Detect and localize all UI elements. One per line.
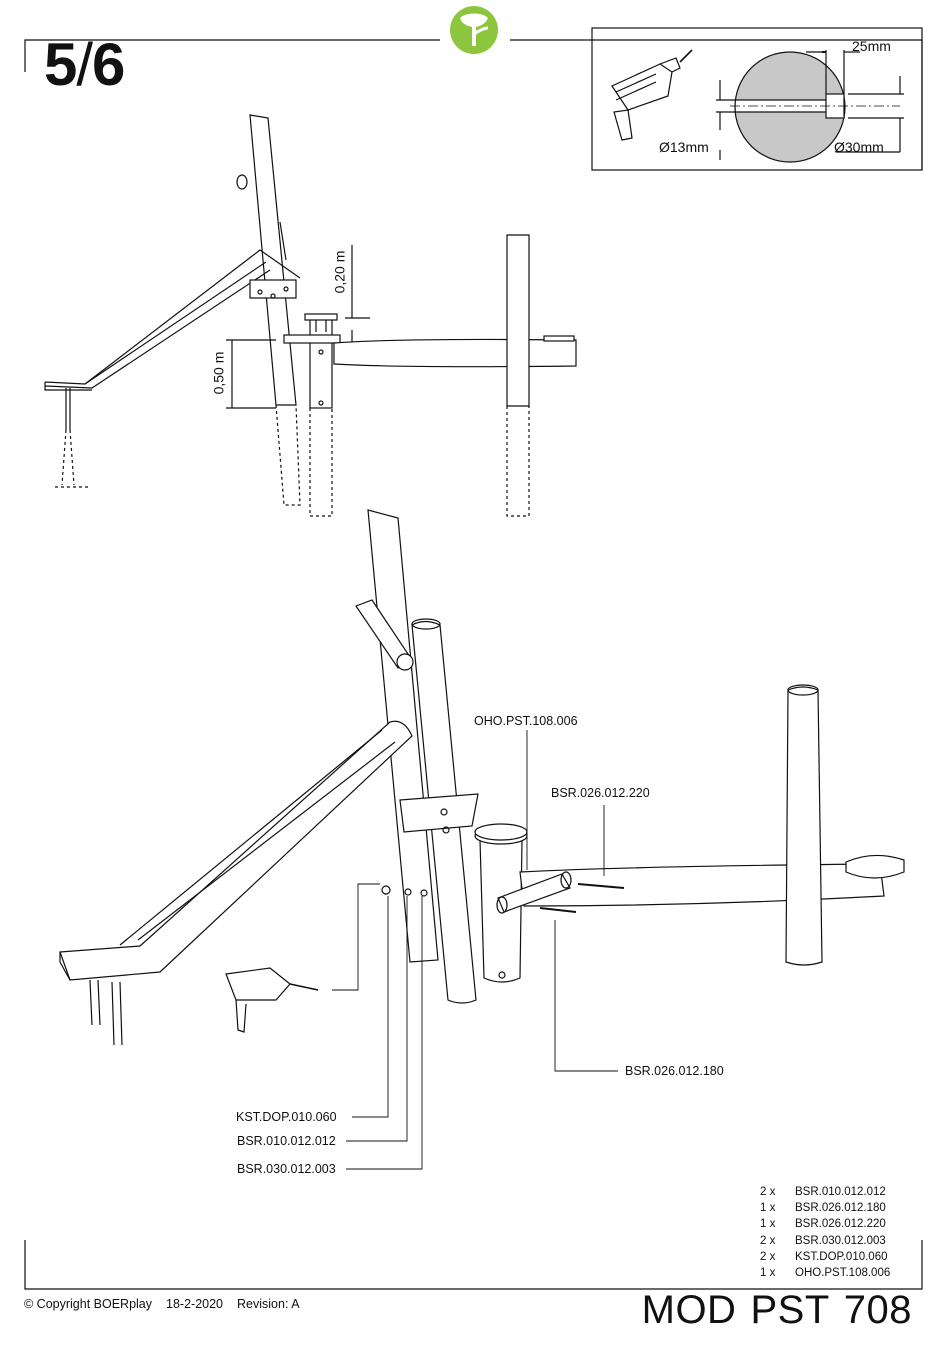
iso-view xyxy=(59,509,905,1170)
model-part-3: 708 xyxy=(843,1288,912,1332)
dim-height-bottom: 0,50 m xyxy=(210,351,227,395)
footer-date: 18-2-2020 xyxy=(166,1297,224,1311)
parts-list-row: 2 x KST.DOP.010.060 xyxy=(760,1249,890,1265)
model-part-1: MOD xyxy=(641,1288,737,1332)
part-code: OHO.PST.108.006 xyxy=(795,1267,891,1280)
part-qty: 2 x xyxy=(760,1250,776,1263)
parts-list-row: 1 x BSR.026.012.180 xyxy=(760,1200,890,1216)
brand-logo xyxy=(450,6,498,54)
side-view xyxy=(44,114,577,517)
part-code: BSR.030.012.003 xyxy=(795,1234,886,1247)
parts-list-row: 1 x BSR.026.012.220 xyxy=(760,1216,890,1232)
part-code: BSR.010.012.012 xyxy=(795,1186,886,1198)
dim-height-top: 0,20 m xyxy=(331,250,348,294)
step-indicator: 5/6 xyxy=(44,30,125,99)
page-frame xyxy=(24,39,923,1290)
parts-list-row: 2 x BSR.010.012.012 xyxy=(760,1184,890,1200)
dim-hole-diameter: Ø13mm xyxy=(659,139,709,155)
part-code: BSR.026.012.220 xyxy=(795,1218,886,1231)
part-qty: 1 x xyxy=(760,1202,776,1215)
part-qty: 2 x xyxy=(760,1186,776,1198)
step-total: 6 xyxy=(92,31,125,98)
part-qty: 1 x xyxy=(760,1267,776,1280)
part-qty: 2 x xyxy=(760,1234,776,1247)
drill-icon xyxy=(225,967,319,1033)
footer: © Copyright BOERplay 18-2-2020 Revision: A xyxy=(24,1297,314,1311)
revision: Revision: A xyxy=(237,1297,300,1311)
drill-detail-box xyxy=(591,27,923,171)
parts-list-row: 2 x BSR.030.012.003 xyxy=(760,1233,890,1249)
part-qty: 1 x xyxy=(760,1218,776,1231)
part-code: BSR.026.012.180 xyxy=(795,1202,886,1215)
step-number: 5 xyxy=(44,31,77,98)
callout-bsr-220: BSR.026.012.220 xyxy=(551,786,650,800)
parts-list-row: 1 x OHO.PST.108.006 xyxy=(760,1265,890,1281)
callout-kst: KST.DOP.010.060 xyxy=(236,1110,337,1124)
dim-depth: 25mm xyxy=(852,38,891,54)
section-circle xyxy=(716,50,904,163)
model-part-2: PST xyxy=(750,1288,830,1332)
callout-bsr-012: BSR.010.012.012 xyxy=(237,1134,336,1148)
dim-counterbore-diameter: Ø30mm xyxy=(834,139,884,155)
callout-oho: OHO.PST.108.006 xyxy=(474,714,578,728)
copyright: © Copyright BOERplay xyxy=(24,1297,153,1311)
model-number: MOD PST 708 xyxy=(628,1288,912,1333)
step-separator: / xyxy=(76,31,93,98)
parts-list: 2 x BSR.010.012.012 1 x BSR.026.012.180 1 … xyxy=(760,1184,890,1281)
callout-bsr-180: BSR.026.012.180 xyxy=(625,1064,724,1078)
callout-bsr-003: BSR.030.012.003 xyxy=(237,1162,336,1176)
part-code: KST.DOP.010.060 xyxy=(795,1250,888,1263)
drill-icon xyxy=(611,49,693,141)
